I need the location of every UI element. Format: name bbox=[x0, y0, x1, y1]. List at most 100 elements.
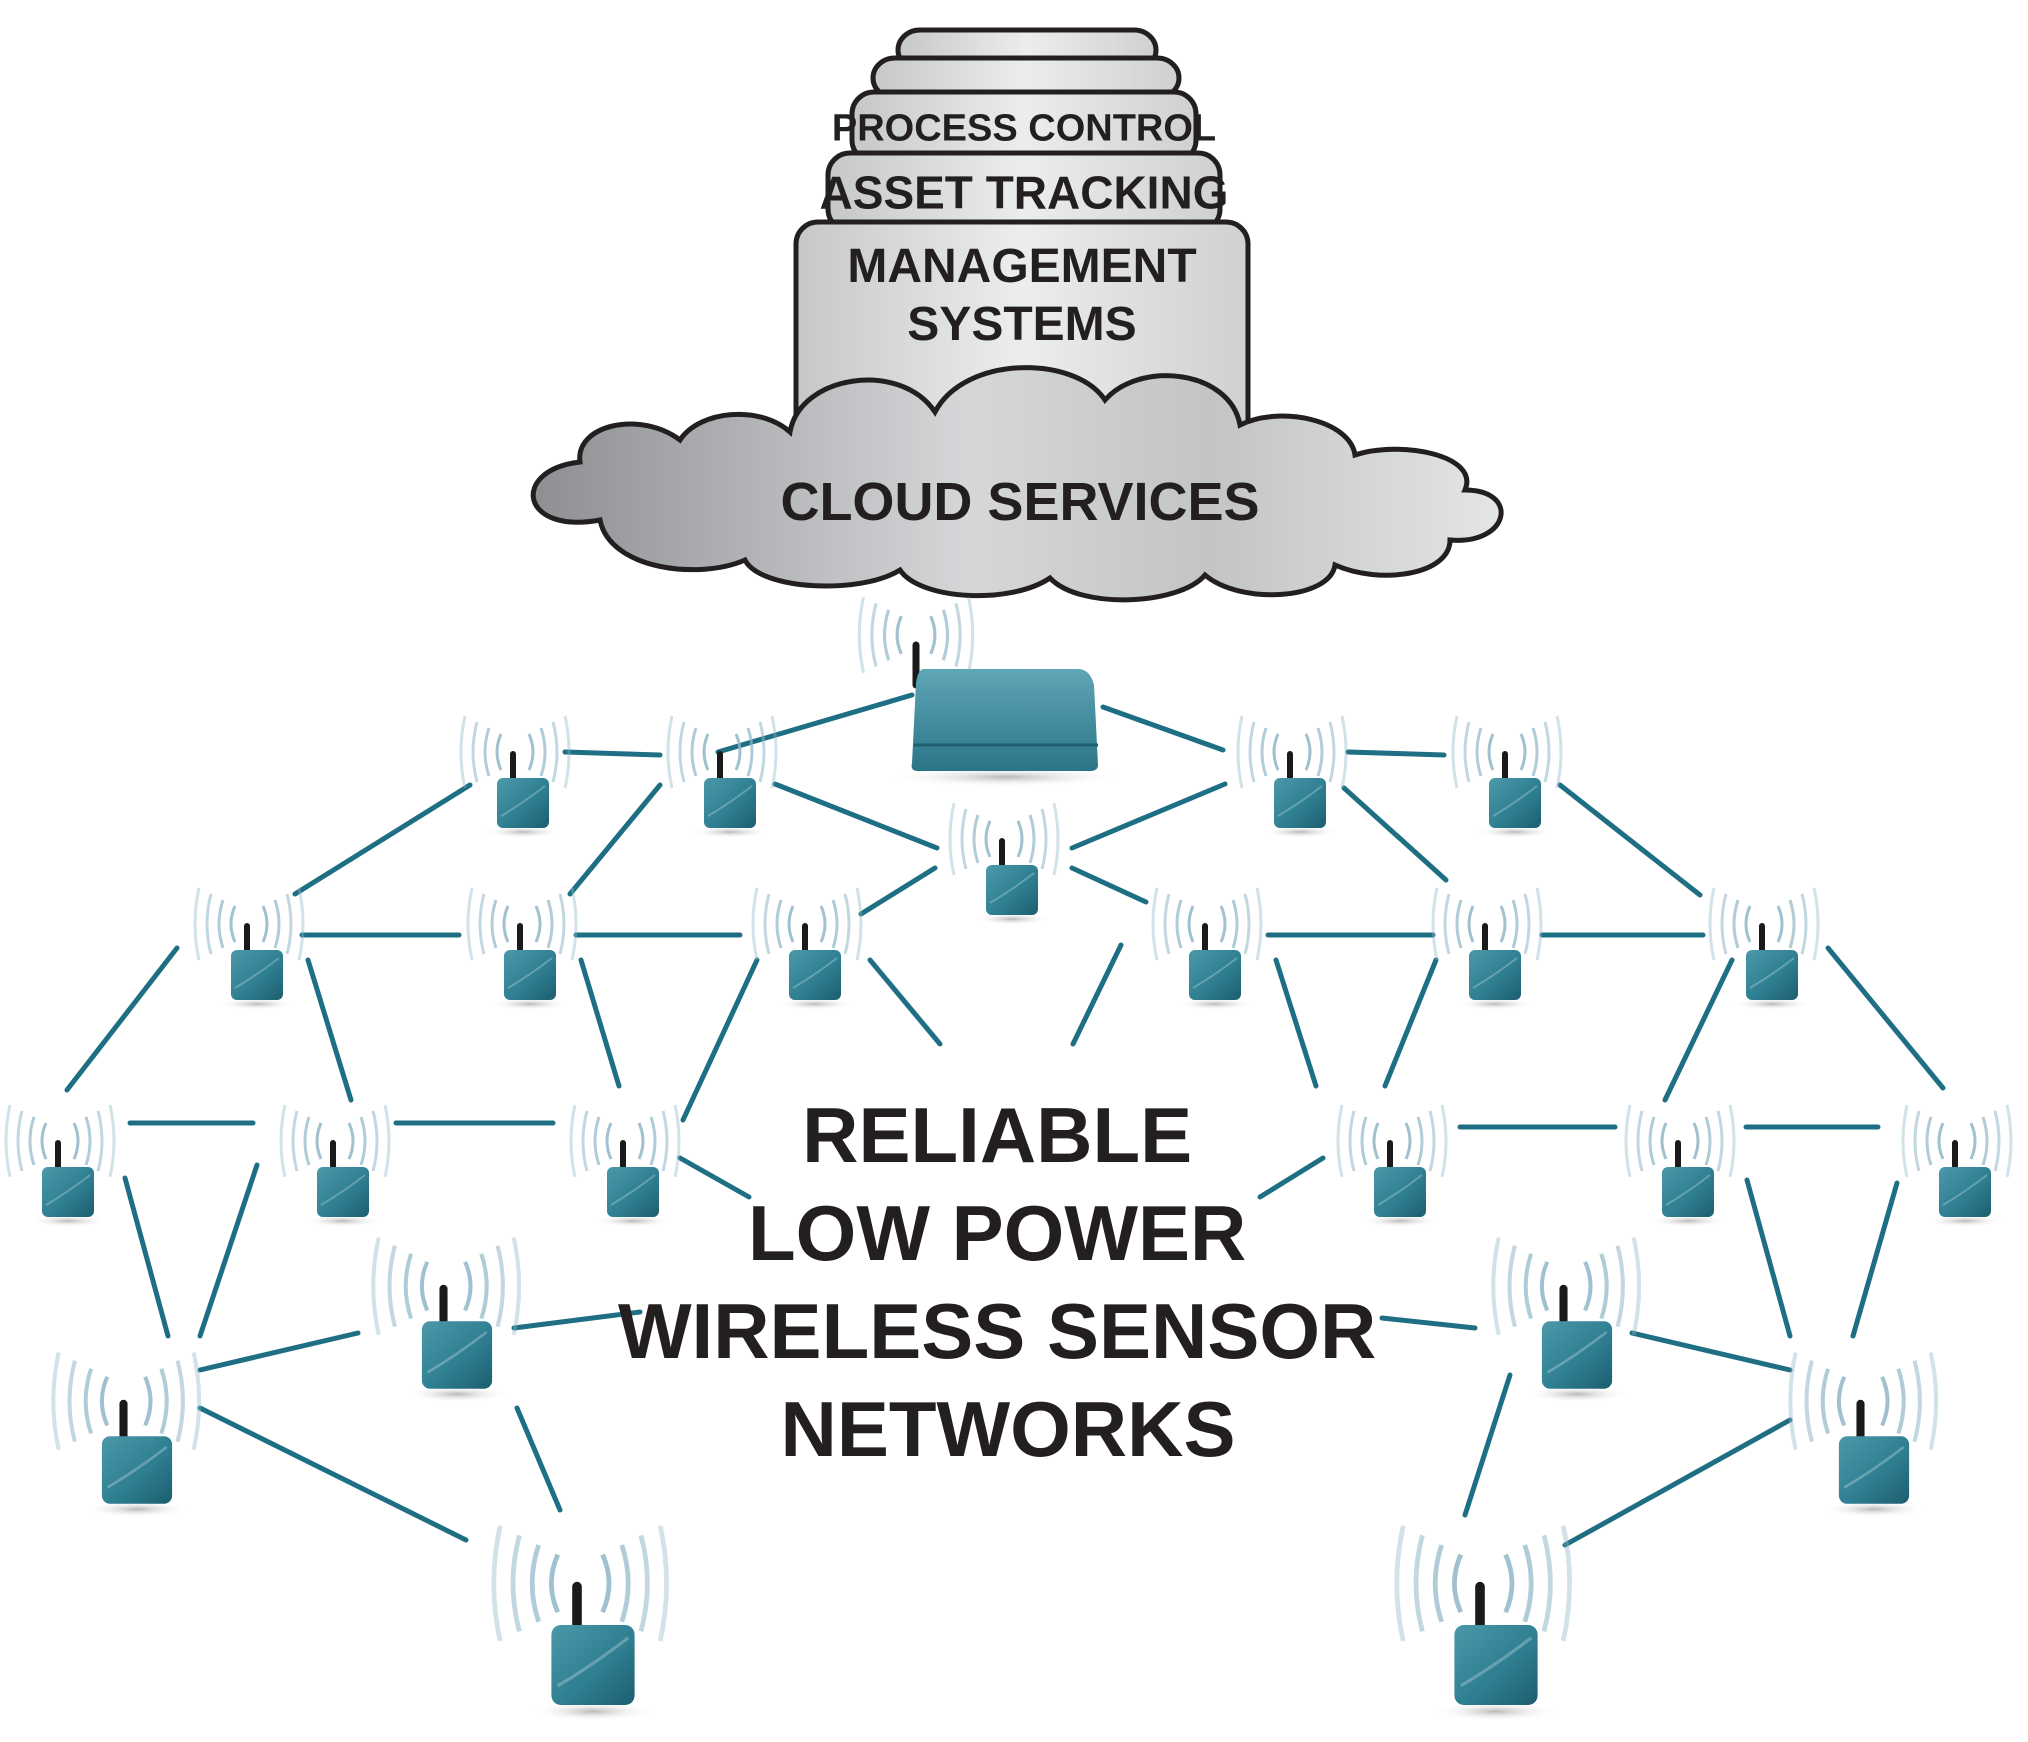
radio-wave-left bbox=[581, 1110, 589, 1172]
sensor-body bbox=[1454, 1625, 1538, 1705]
sensor-shadow bbox=[1456, 998, 1534, 1010]
sensor-shadow bbox=[691, 826, 769, 838]
radio-wave-left bbox=[1452, 1553, 1464, 1614]
radio-wave-right bbox=[1503, 1553, 1515, 1614]
radio-wave-right bbox=[1040, 808, 1048, 870]
mesh-link bbox=[197, 1405, 469, 1543]
radio-wave-right bbox=[563, 715, 571, 789]
mesh-link bbox=[1825, 945, 1946, 1091]
radio-wave-right bbox=[1896, 1368, 1906, 1435]
radio-wave-left bbox=[1708, 887, 1716, 961]
radio-wave-right bbox=[619, 1544, 631, 1623]
mesh-link bbox=[292, 782, 473, 897]
radio-wave-left bbox=[666, 715, 674, 789]
radio-wave-left bbox=[702, 733, 710, 771]
sensor-body bbox=[704, 778, 756, 828]
radio-wave-icon bbox=[491, 1525, 669, 1642]
radio-wave-left bbox=[51, 1352, 61, 1451]
radio-wave-icon bbox=[666, 715, 778, 789]
sensor-body bbox=[497, 778, 549, 828]
radio-wave-left bbox=[1804, 1360, 1814, 1443]
wireless-sensor-icon bbox=[279, 1104, 391, 1227]
radio-wave-right bbox=[371, 1110, 379, 1172]
sensor-body bbox=[421, 1321, 493, 1389]
network-title-line-4: NETWORKS bbox=[781, 1385, 1236, 1473]
sensor-highlight bbox=[707, 785, 753, 817]
sensor-shadow bbox=[484, 826, 562, 838]
radio-wave-left bbox=[605, 1122, 613, 1160]
radio-wave-right bbox=[463, 1261, 473, 1312]
radio-wave-icon bbox=[51, 1352, 202, 1451]
network-title-line-1: RELIABLE bbox=[802, 1091, 1192, 1179]
radio-wave-left bbox=[1925, 1116, 1933, 1166]
radio-wave-right bbox=[84, 1116, 92, 1166]
radio-wave-left bbox=[40, 1122, 48, 1160]
radio-wave-icon bbox=[4, 1104, 116, 1178]
mesh-link bbox=[1382, 957, 1439, 1089]
radio-wave-right bbox=[1304, 733, 1312, 771]
radio-wave-right bbox=[1428, 1110, 1436, 1172]
sensor-shadow bbox=[29, 1215, 107, 1227]
radio-wave-left bbox=[1660, 1122, 1668, 1160]
radio-wave-right bbox=[1555, 715, 1563, 789]
stack-tier-label: SYSTEMS bbox=[907, 298, 1136, 351]
radio-wave-right bbox=[159, 1368, 169, 1435]
radio-wave-left bbox=[1913, 1110, 1921, 1172]
radio-wave-right bbox=[1928, 1352, 1939, 1451]
radio-wave-left bbox=[1360, 1116, 1368, 1166]
radio-wave-left bbox=[466, 887, 474, 961]
sensor-body bbox=[1662, 1167, 1714, 1217]
radio-wave-left bbox=[1937, 1122, 1945, 1160]
radio-wave-left bbox=[510, 1534, 522, 1633]
wireless-sensor-icon bbox=[1624, 1104, 1736, 1227]
radio-wave-left bbox=[1732, 899, 1740, 949]
radio-wave-left bbox=[763, 893, 771, 955]
sensor-highlight bbox=[106, 1445, 168, 1489]
radio-wave-left bbox=[1336, 1104, 1344, 1178]
wireless-sensor-icon bbox=[491, 1525, 669, 1721]
radio-wave-right bbox=[929, 615, 937, 655]
radio-wave-right bbox=[1535, 887, 1543, 961]
sensor-shadow bbox=[776, 998, 854, 1010]
sensor-highlight bbox=[234, 957, 280, 989]
sensor-shadow bbox=[594, 1215, 672, 1227]
wireless-sensor-icon bbox=[1394, 1525, 1572, 1721]
radio-wave-icon bbox=[1491, 1237, 1642, 1336]
mesh-link bbox=[1744, 1177, 1793, 1339]
radio-wave-icon bbox=[279, 1104, 391, 1178]
mesh-link bbox=[1341, 785, 1449, 883]
radio-wave-right bbox=[1583, 1261, 1593, 1312]
mesh-link bbox=[1462, 1372, 1513, 1518]
radio-wave-left bbox=[99, 1376, 110, 1427]
mesh-link bbox=[1345, 749, 1447, 758]
radio-wave-right bbox=[1788, 899, 1796, 949]
radio-wave-left bbox=[471, 721, 479, 783]
sensor-shadow bbox=[1176, 998, 1254, 1010]
wireless-sensor-icon bbox=[1151, 887, 1263, 1010]
radio-wave-left bbox=[549, 1553, 561, 1614]
mesh-link bbox=[1629, 1330, 1793, 1373]
radio-wave-left bbox=[1175, 899, 1183, 949]
radio-wave-icon bbox=[1451, 715, 1563, 789]
radio-wave-right bbox=[1800, 893, 1808, 955]
radio-wave-right bbox=[1776, 905, 1784, 943]
mesh-link bbox=[64, 945, 180, 1093]
radio-wave-left bbox=[1487, 733, 1495, 771]
radio-wave-left bbox=[1523, 1253, 1534, 1320]
sensor-highlight bbox=[1749, 957, 1795, 989]
radio-wave-right bbox=[539, 727, 547, 777]
radio-wave-icon bbox=[948, 802, 1060, 876]
sensor-highlight bbox=[500, 785, 546, 817]
radio-wave-icon bbox=[1236, 715, 1348, 789]
radio-wave-left bbox=[1272, 733, 1280, 771]
radio-wave-left bbox=[690, 727, 698, 777]
radio-wave-left bbox=[387, 1245, 397, 1328]
wireless-sensor-icon bbox=[371, 1237, 522, 1403]
mesh-link bbox=[1562, 1417, 1793, 1548]
radio-wave-right bbox=[527, 733, 535, 771]
radio-wave-right bbox=[673, 1104, 681, 1178]
radio-wave-left bbox=[1475, 727, 1483, 777]
radio-wave-left bbox=[502, 905, 510, 943]
radio-wave-left bbox=[1624, 1104, 1632, 1178]
radio-wave-icon bbox=[1624, 1104, 1736, 1178]
